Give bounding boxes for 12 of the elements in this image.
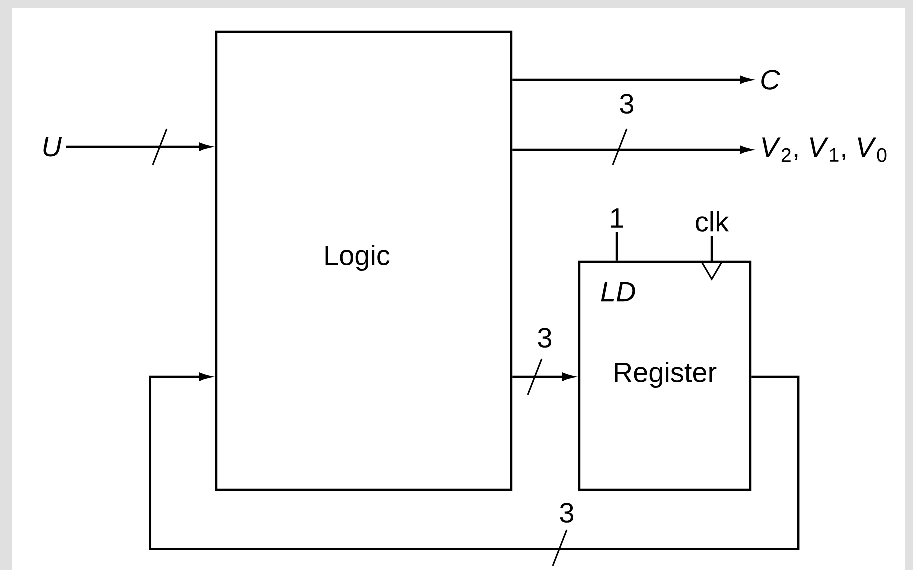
bus-width-label: 3 [536,327,554,349]
connector-line [616,232,618,261]
arrow [149,373,800,550]
logic-box: Logic [215,30,513,492]
bus-width-label: 3 [618,93,636,115]
bus-width-label: 3 [558,502,576,524]
load-label: 1 [611,208,624,228]
register-box: LD Register [578,260,752,492]
output-label: V$_{2}$, V$_{1}$, V$_{0}$ [762,138,887,162]
output-label: C [762,70,780,90]
clock-label: clk [696,211,730,232]
input-label: U [44,137,62,157]
